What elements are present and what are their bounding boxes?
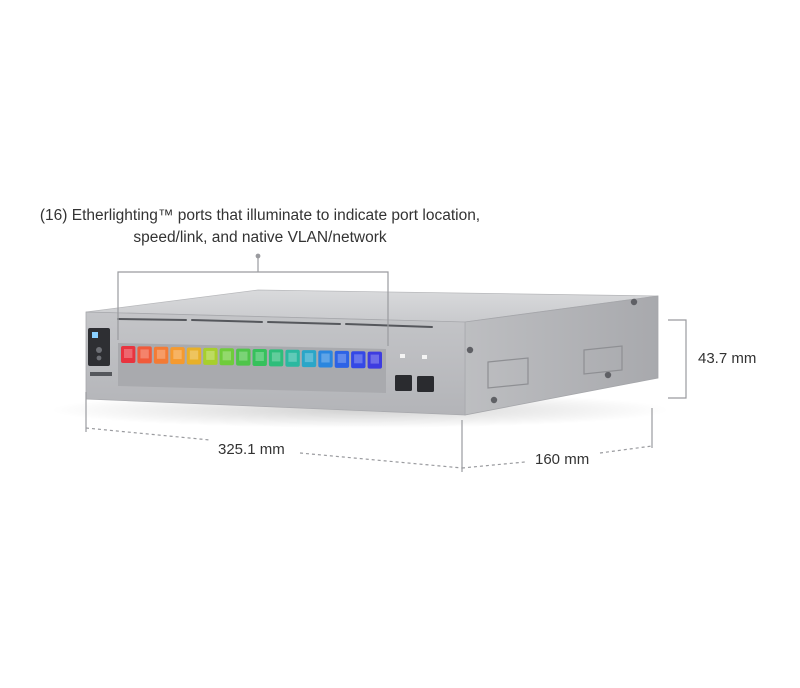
rj45-port: [219, 348, 234, 366]
rj45-port: [301, 350, 317, 368]
sfp-led: [400, 354, 405, 358]
etherlighting-callout: (16) Etherlighting™ ports that illuminat…: [0, 205, 520, 249]
rj45-port: [351, 351, 366, 369]
height-dimension: [668, 319, 687, 399]
port-glow: [304, 353, 314, 363]
rj45-port: [252, 349, 267, 366]
rj45-port: [334, 350, 350, 368]
rj45-port: [268, 349, 284, 367]
port-glow: [206, 350, 215, 360]
port-glow: [239, 351, 248, 361]
display-panel: [88, 328, 112, 376]
port-glow: [321, 353, 330, 363]
side-vents: [487, 345, 623, 389]
port-glow: [370, 354, 379, 364]
sfp-port: [417, 376, 434, 392]
port-glow: [288, 352, 297, 362]
vent-slits: [117, 318, 433, 328]
port-glow: [354, 354, 363, 364]
rj45-port: [285, 349, 300, 367]
rj45-port: [170, 347, 185, 365]
width-label: 325.1 mm: [218, 441, 285, 458]
port-glow: [337, 353, 347, 363]
port-glow: [156, 349, 166, 359]
callout-dot: [255, 253, 261, 259]
rj45-port: [318, 350, 333, 368]
port-glow: [140, 349, 149, 359]
depth-label: 160 mm: [535, 451, 590, 468]
callout-line-1: (16) Etherlighting™ ports that illuminat…: [39, 207, 481, 224]
callout-bracket: [117, 258, 389, 346]
rj45-port: [186, 347, 202, 365]
callout-line-2: speed/link, and native VLAN/network: [133, 229, 387, 246]
port-glow: [173, 350, 182, 360]
port-glow: [124, 349, 133, 358]
rj45-port: [153, 346, 169, 364]
rj45-port: [137, 346, 152, 364]
port-glow: [222, 351, 231, 361]
rj45-ports: [121, 346, 382, 369]
sfp-port: [395, 375, 412, 391]
sfp-led: [422, 355, 427, 359]
width-dimension: [85, 392, 463, 472]
side-screws: [466, 298, 638, 404]
port-glow: [255, 352, 264, 361]
port-glow: [189, 350, 199, 360]
depth-dimension: [461, 408, 653, 469]
rj45-port: [121, 346, 136, 363]
rj45-port: [367, 351, 382, 369]
rj45-port: [203, 347, 218, 365]
height-label: 43.7 mm: [698, 350, 757, 367]
port-glow: [271, 352, 281, 362]
sfp-ports: [395, 354, 434, 392]
rj45-port: [236, 348, 251, 366]
